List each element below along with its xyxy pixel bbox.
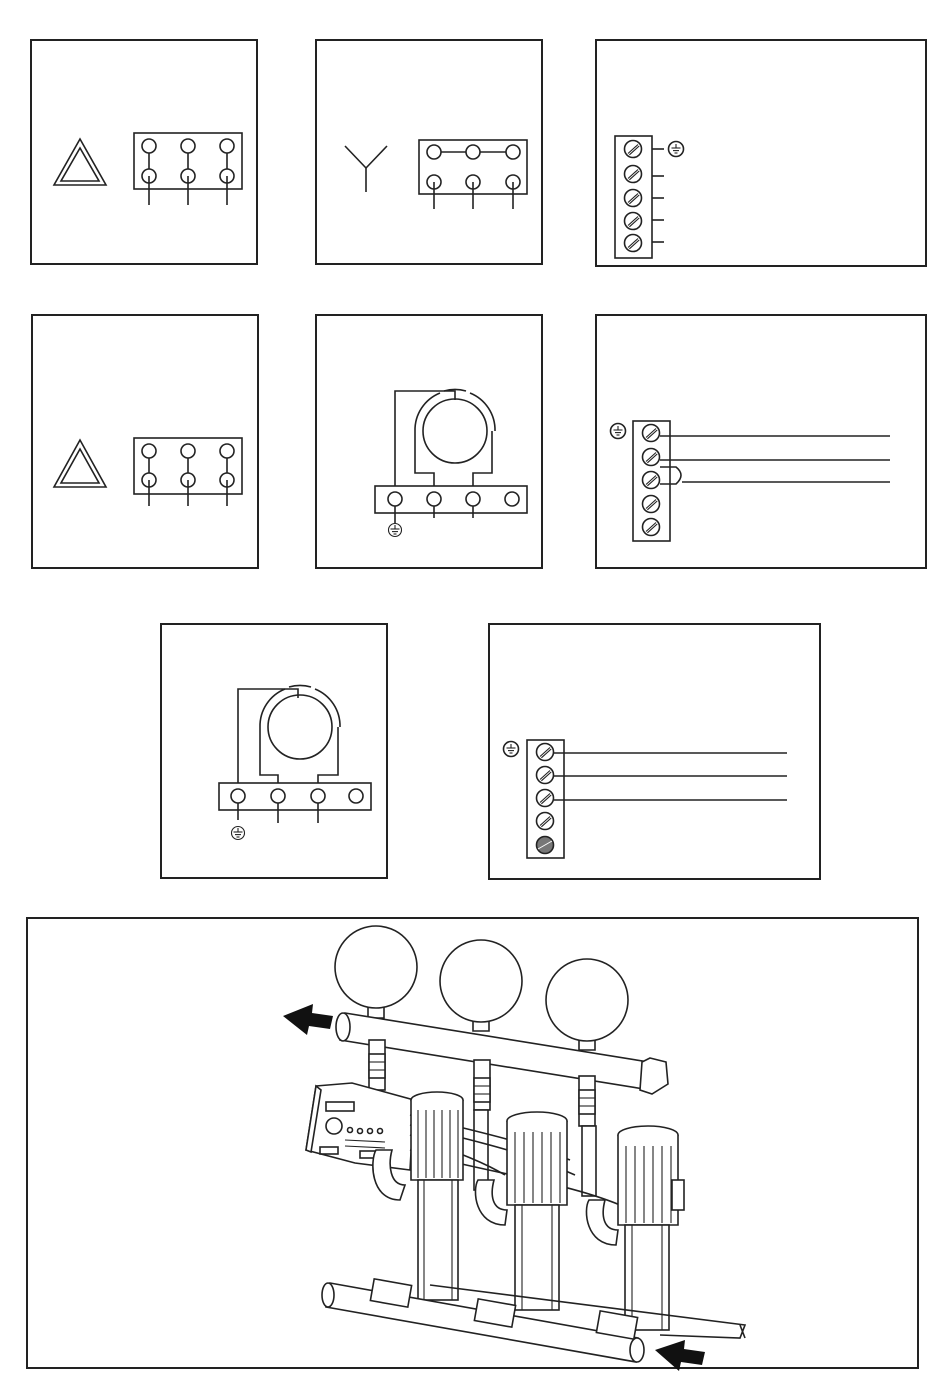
panel-terminal-strip-3 xyxy=(489,624,820,879)
panel-pump-station xyxy=(27,918,918,1371)
earth-icon xyxy=(611,424,626,439)
panel-terminal-strip-1 xyxy=(596,40,926,266)
panel-star-connection xyxy=(316,40,542,264)
panel-single-phase-motor-1 xyxy=(316,315,542,568)
panel-single-phase-motor-2 xyxy=(161,624,387,878)
panel-delta-connection-2 xyxy=(32,315,258,568)
earth-icon xyxy=(504,742,519,757)
earth-icon xyxy=(669,142,684,157)
panel-delta-connection-1 xyxy=(31,40,257,264)
shaded-terminal xyxy=(537,837,554,854)
panel-terminal-strip-2 xyxy=(596,315,926,568)
